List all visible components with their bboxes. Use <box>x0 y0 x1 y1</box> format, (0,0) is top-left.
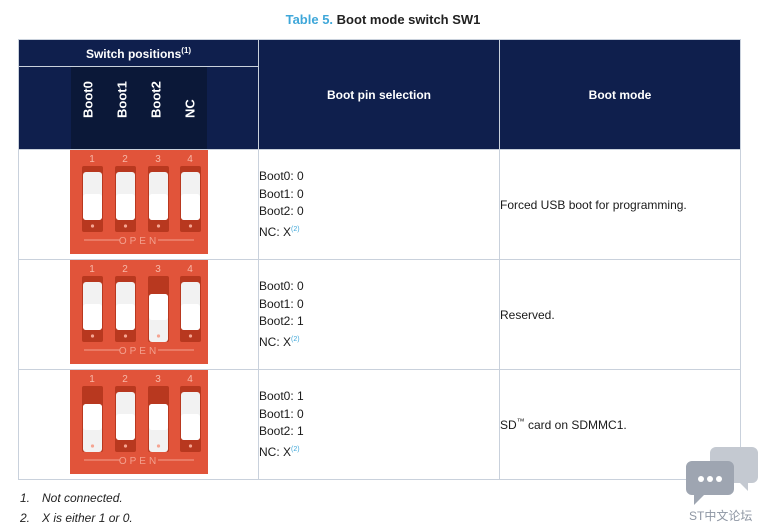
switch-paddle-face <box>148 294 168 320</box>
watermark-text: ST中文论坛 <box>689 509 753 523</box>
pin-columns-header: Boot0 Boot1 Boot2 NC <box>18 66 259 150</box>
boot-mode-cell: Reserved. <box>499 259 741 370</box>
switch-number: 3 <box>155 154 161 165</box>
switch-number: 4 <box>187 374 193 385</box>
switch-paddle-face <box>82 404 102 430</box>
pin-value: NC: X <box>259 334 292 349</box>
pin-value: Boot0: 0 <box>259 279 304 293</box>
pin-value: Boot0: 0 <box>259 169 304 183</box>
switch-dot <box>123 224 127 228</box>
pin-value: Boot1: 0 <box>259 406 304 421</box>
switch-dot <box>188 224 192 228</box>
pin-label-nc: NC <box>182 99 197 118</box>
footnote-ref: (2) <box>291 335 300 343</box>
chat-bubbles-icon <box>686 447 758 505</box>
switch-dot <box>123 444 127 448</box>
switch-number: 1 <box>89 374 95 385</box>
pin-label-boot2: Boot2 <box>148 81 163 118</box>
pin-label-boot0: Boot0 <box>80 81 95 118</box>
boot-pin-cell: Boot0: 1 Boot1: 0 Boot2: 1 NC: X(2) <box>258 369 500 480</box>
pin-value: Boot2: 1 <box>259 314 304 328</box>
boot-mode-table: Switch positions(1) Boot pin selection B… <box>18 39 741 480</box>
switch-paddle-face <box>148 194 168 220</box>
boot-pin-selection-header: Boot pin selection <box>258 39 500 150</box>
pin-value: Boot2: 0 <box>259 204 304 218</box>
footnote-ref: (1) <box>181 45 192 55</box>
pin-value: Boot2: 1 <box>259 424 304 438</box>
switch-number: 3 <box>155 264 161 275</box>
switch-paddle-face <box>82 194 102 220</box>
open-label: OPEN <box>118 456 158 467</box>
switch-paddle-face <box>82 304 102 330</box>
open-label: OPEN <box>118 346 158 357</box>
pin-value: NC: X <box>259 444 292 459</box>
switch-paddle-face <box>115 194 135 220</box>
table-title: Boot mode switch SW1 <box>336 12 481 27</box>
footnotes: 1.Not connected. 2.X is either 1 or 0. <box>20 488 133 528</box>
pin-value: Boot0: 1 <box>259 389 304 403</box>
switch-paddle-face <box>115 304 135 330</box>
boot-pin-cell: Boot0: 0 Boot1: 0 Boot2: 0 NC: X(2) <box>258 149 500 260</box>
footnote-ref: (2) <box>291 225 300 233</box>
switch-number: 1 <box>89 154 95 165</box>
boot-mode-header: Boot mode <box>499 39 741 150</box>
switch-dot <box>188 444 192 448</box>
switch-number: 2 <box>122 154 128 165</box>
switch-dot <box>123 334 127 338</box>
table-number: Table 5. <box>285 12 334 27</box>
switch-number: 4 <box>187 154 193 165</box>
open-label: OPEN <box>118 236 158 247</box>
switch-dot <box>90 334 94 338</box>
switch-positions-header: Switch positions(1) <box>18 39 259 67</box>
boot-pin-cell: Boot0: 0 Boot1: 0 Boot2: 1 NC: X(2) <box>258 259 500 370</box>
footnote-ref: (2) <box>291 445 300 453</box>
switch-number: 1 <box>89 264 95 275</box>
switch-paddle-face <box>180 194 200 220</box>
boot-mode-cell: Forced USB boot for programming. <box>499 149 741 260</box>
pin-value: NC: X <box>259 224 292 239</box>
switch-paddle-face <box>148 404 168 430</box>
trademark-mark: ™ <box>516 417 525 426</box>
pin-value: Boot1: 0 <box>259 186 304 201</box>
switch-number: 2 <box>122 374 128 385</box>
switch-dot <box>156 334 160 338</box>
switch-dot <box>188 334 192 338</box>
switch-dot <box>90 444 94 448</box>
switch-paddle-face <box>180 414 200 440</box>
switch-number: 4 <box>187 264 193 275</box>
switch-paddle-face <box>115 414 135 440</box>
switch-dot <box>156 444 160 448</box>
footnote-item: 2.X is either 1 or 0. <box>20 511 133 525</box>
switch-number: 3 <box>155 374 161 385</box>
switch-dot <box>156 224 160 228</box>
pin-label-boot1: Boot1 <box>114 81 129 118</box>
switch-paddle-face <box>180 304 200 330</box>
table-caption: Table 5. Boot mode switch SW1 <box>0 12 766 27</box>
switch-number: 2 <box>122 264 128 275</box>
pin-value: Boot1: 0 <box>259 296 304 311</box>
footnote-item: 1.Not connected. <box>20 491 123 505</box>
switch-dot <box>90 224 94 228</box>
